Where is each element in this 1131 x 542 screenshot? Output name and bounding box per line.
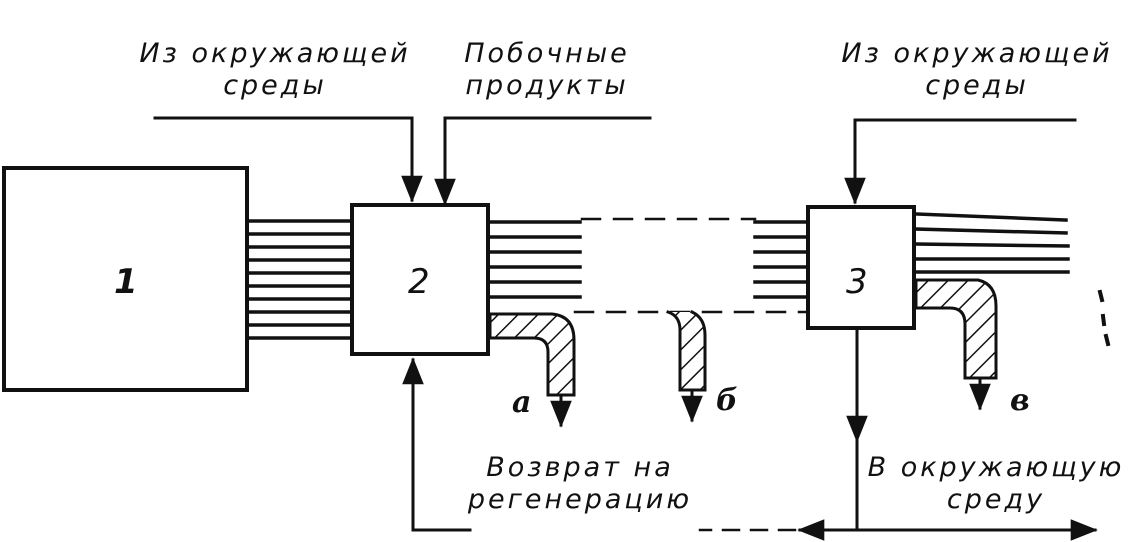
output-v-label: в [1010, 383, 1030, 418]
continuation-dots [1097, 289, 1111, 347]
env-input-arrow-left [153, 116, 423, 203]
block-3-number: 3 [846, 262, 868, 302]
flow-lines-from-3 [914, 212, 1070, 274]
env-output-line2: среду [946, 484, 1046, 515]
env-input-right-line2: среды [925, 70, 1029, 101]
block-3 [806, 205, 916, 330]
env-input-left-line2: среды [223, 70, 327, 101]
output-a-label: а [512, 385, 532, 420]
return-regeneration-label: Возврат на регенерацию [455, 452, 705, 516]
env-input-right-label: Из окружающей среды [832, 38, 1122, 102]
env-input-right-line1: Из окружающей [841, 38, 1113, 69]
waste-stream-v [914, 278, 998, 380]
env-input-arrow-right [844, 118, 1077, 205]
waste-stream-b [666, 310, 707, 392]
output-b-label: б [716, 383, 738, 418]
return-line1: Возврат на [486, 452, 674, 483]
byproducts-label: Побочные продукты [462, 38, 632, 102]
return-line2: регенерацию [467, 484, 693, 515]
waste-stream-a [488, 312, 576, 397]
flow-lines-1-to-2 [247, 219, 352, 340]
block-2-number: 2 [408, 262, 430, 302]
regeneration-return-arrow [402, 357, 472, 532]
flow-lines-from-2 [488, 220, 582, 299]
block-2 [350, 203, 490, 356]
byproducts-line1: Побочные [464, 38, 630, 69]
flow-lines-into-3 [753, 220, 808, 299]
block-1 [2, 166, 249, 392]
env-input-left-label: Из окружающей среды [130, 38, 420, 102]
env-output-line1: В окружающую [867, 452, 1125, 483]
env-output-label: В окружающую среду [866, 452, 1126, 516]
byproducts-line2: продукты [465, 70, 629, 101]
byproducts-arrow [434, 116, 652, 206]
block-1-number: 1 [114, 262, 138, 302]
env-input-left-line1: Из окружающей [139, 38, 411, 69]
